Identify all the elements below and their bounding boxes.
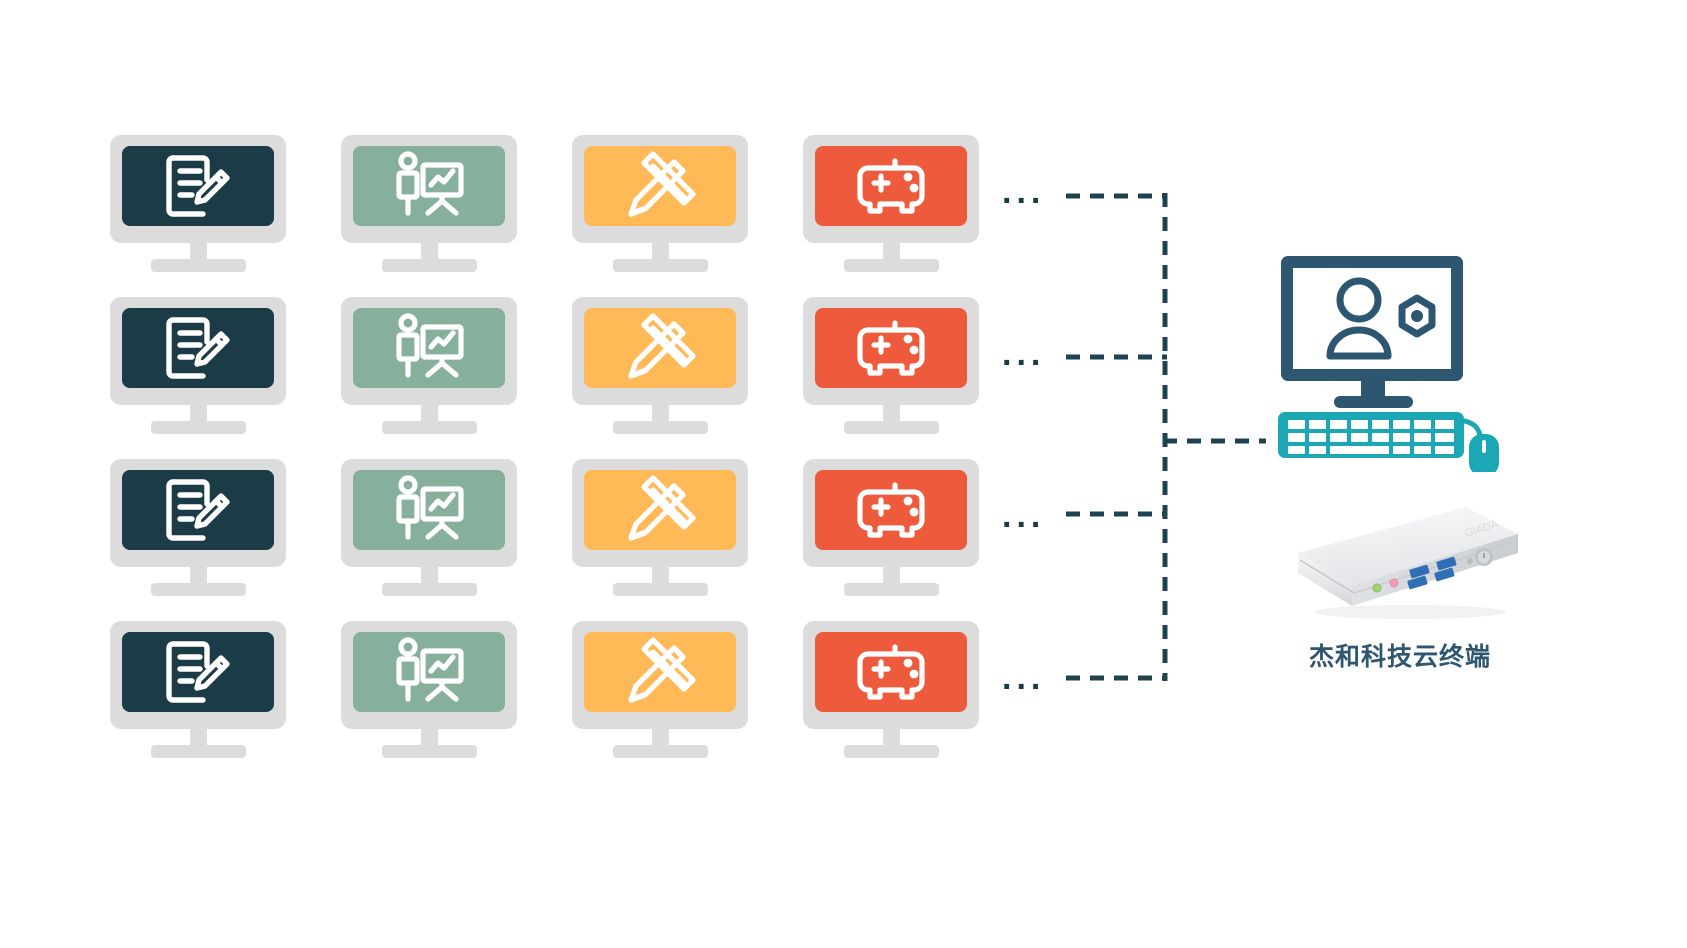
client-monitor-gaming-entertainment-r2[interactable] [803,297,979,434]
admin-workstation[interactable] [1276,252,1506,476]
client-monitor-training-presentation-r1[interactable] [341,135,517,272]
client-monitor-gaming-entertainment-r1[interactable] [803,135,979,272]
monitor-neck [190,726,207,750]
client-monitor-gaming-entertainment-r4[interactable] [803,621,979,758]
monitor-neck [421,240,438,264]
game-controller-icon [815,146,967,226]
monitor-screen [815,470,967,550]
monitor-neck [652,240,669,264]
admin-workstation-illustration [1278,256,1499,476]
monitor-base [151,745,246,758]
monitor-base [151,421,246,434]
client-monitor-document-editing-r4[interactable] [110,621,286,758]
client-monitor-design-drafting-r1[interactable] [572,135,748,272]
monitor-base [844,583,939,596]
monitor-neck [421,402,438,426]
monitor-screen [815,308,967,388]
monitor-neck [883,240,900,264]
document-edit-icon [122,632,274,712]
monitor-screen [815,146,967,226]
presentation-board-icon [353,146,505,226]
monitor-neck [421,726,438,750]
admin-monitor-base [1334,396,1413,408]
client-monitor-design-drafting-r3[interactable] [572,459,748,596]
client-monitor-training-presentation-r2[interactable] [341,297,517,434]
game-controller-icon [815,308,967,388]
client-monitor-gaming-entertainment-r3[interactable] [803,459,979,596]
document-edit-icon [122,146,274,226]
mouse-icon[interactable] [1469,434,1499,476]
client-monitor-design-drafting-r2[interactable] [572,297,748,434]
monitor-neck [652,726,669,750]
presentation-board-icon [353,308,505,388]
monitor-base [382,259,477,272]
monitor-neck [190,564,207,588]
monitor-base [382,745,477,758]
monitor-base [844,259,939,272]
monitor-neck [883,402,900,426]
monitor-base [613,583,708,596]
monitor-base [151,583,246,596]
monitor-neck [190,402,207,426]
keyboard-icon[interactable] [1278,412,1464,458]
game-controller-icon [815,470,967,550]
client-monitor-document-editing-r1[interactable] [110,135,286,272]
row-ellipsis-3: ... [1002,497,1046,535]
presentation-board-icon [353,470,505,550]
mini-pc-device[interactable]: GIADA [1270,490,1520,630]
monitor-base [844,421,939,434]
client-monitor-design-drafting-r4[interactable] [572,621,748,758]
server-label: 杰和科技云终端 [1308,642,1491,671]
client-monitor-document-editing-r2[interactable] [110,297,286,434]
pencil-ruler-icon [584,632,736,712]
monitor-screen [815,632,967,712]
row-ellipsis-2: ... [1002,335,1046,373]
monitor-base [613,745,708,758]
pencil-ruler-icon [584,470,736,550]
document-edit-icon [122,470,274,550]
row-ellipsis-1: ... [1002,173,1046,211]
monitor-base [382,421,477,434]
monitor-base [151,259,246,272]
monitor-neck [421,564,438,588]
row-ellipsis-4: ... [1002,659,1046,697]
monitor-neck [652,564,669,588]
monitor-neck [652,402,669,426]
mini-pc-icon: GIADA [1298,507,1518,619]
admin-monitor-neck [1361,381,1385,399]
monitor-base [382,583,477,596]
client-monitor-training-presentation-r3[interactable] [341,459,517,596]
user-settings-icon [1326,277,1392,360]
pencil-ruler-icon [584,308,736,388]
client-monitor-training-presentation-r4[interactable] [341,621,517,758]
monitor-base [613,421,708,434]
monitor-neck [190,240,207,264]
gear-icon [1398,294,1436,338]
client-monitor-document-editing-r3[interactable] [110,459,286,596]
pencil-ruler-icon [584,146,736,226]
monitor-base [613,259,708,272]
game-controller-icon [815,632,967,712]
document-edit-icon [122,308,274,388]
monitor-neck [883,564,900,588]
presentation-board-icon [353,632,505,712]
monitor-base [844,745,939,758]
monitor-neck [883,726,900,750]
